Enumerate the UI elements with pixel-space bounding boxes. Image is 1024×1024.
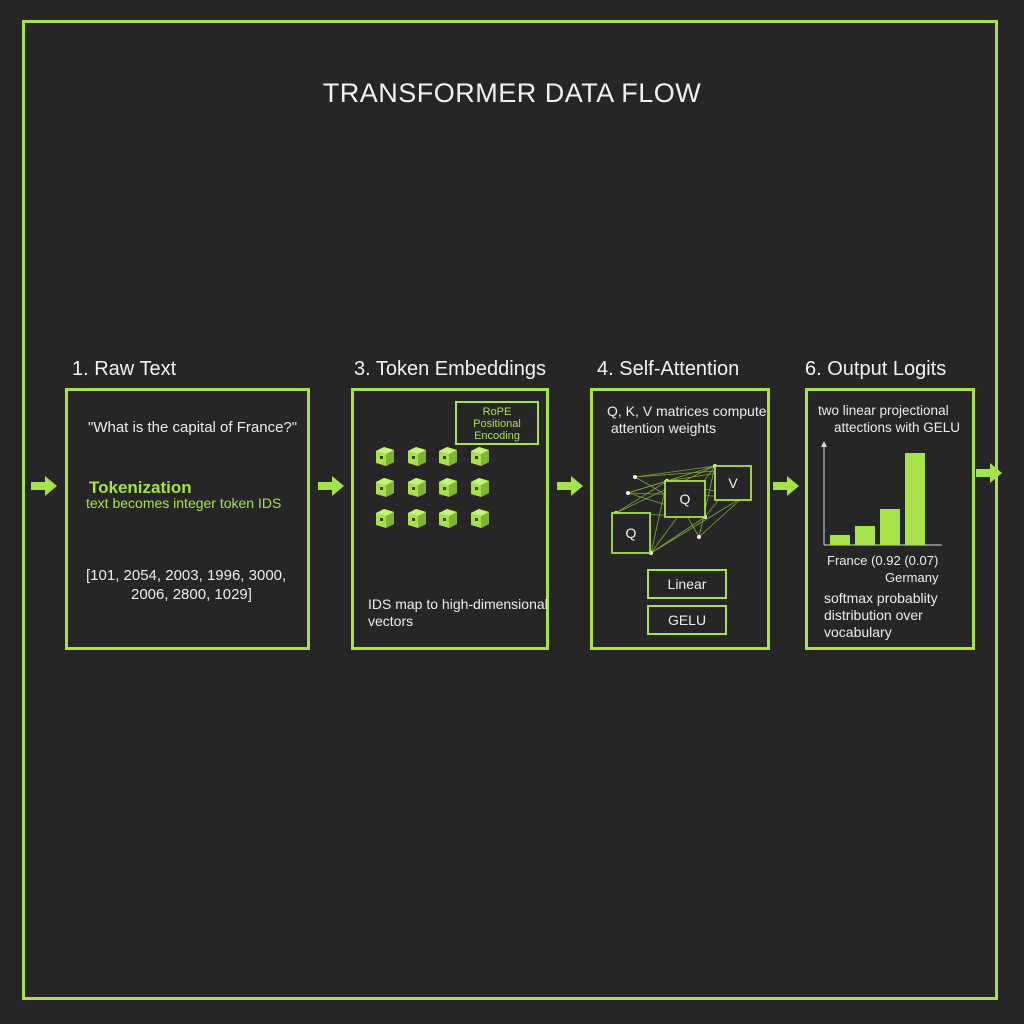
token-embeddings-heading: 3. Token Embeddings xyxy=(354,358,546,380)
output-logits-heading: 6. Output Logits xyxy=(805,358,947,380)
germany-label: Germany xyxy=(885,570,939,585)
logit-bar-4 xyxy=(905,453,925,545)
logits-bar-chart xyxy=(821,441,942,546)
token-ids-line-2: 2006, 2800, 1029] xyxy=(131,586,252,603)
output-arrow-icon xyxy=(976,463,1002,483)
embedding-vectors-grid xyxy=(376,447,489,528)
query-label-2: Q xyxy=(680,491,691,507)
linear-layer-block: Linear xyxy=(647,569,727,599)
input-arrow-icon xyxy=(31,476,57,496)
logits-footnote-line-2: distribution over xyxy=(824,607,923,623)
self-attention-box: Q, K, V matrices compute attention weigh… xyxy=(590,388,770,650)
value-matrix-box xyxy=(714,465,752,501)
france-probability-label: France (0.92 (0.07) xyxy=(827,552,938,569)
tokenization-description: text becomes integer token IDS xyxy=(86,495,282,511)
logits-description-line-2: attections with GELU xyxy=(834,420,961,435)
tokenization-label: Tokenization xyxy=(89,478,192,497)
rope-label-line-1: RoPE xyxy=(482,406,512,418)
query-label: Q xyxy=(626,525,637,541)
query-matrix-box xyxy=(611,512,651,554)
rope-encoding-badge: RoPE Positional Encoding xyxy=(455,401,539,445)
arrow-raw-to-embeddings-icon xyxy=(318,476,344,496)
diagram-title: TRANSFORMER DATA FLOW xyxy=(322,78,702,108)
logits-description-line-1: two linear projectional xyxy=(818,403,949,418)
attention-network-diagram: Q Q V xyxy=(611,464,752,555)
logit-bar-1 xyxy=(830,535,850,545)
attention-description-line-2: attention weights xyxy=(611,420,717,436)
raw-text-box: "What is the capital of France?" Tokeniz… xyxy=(65,388,310,650)
attention-description-line-1: Q, K, V matrices compute xyxy=(607,403,767,419)
logits-footnote-line-1: softmax probablity xyxy=(824,590,938,606)
gelu-layer-block: GELU xyxy=(647,605,727,635)
self-attention-heading: 4. Self-Attention xyxy=(597,358,740,380)
embeddings-description-line-2: vectors xyxy=(368,613,414,629)
token-ids-line-1: [101, 2054, 2003, 1996, 3000, xyxy=(86,567,287,584)
token-embeddings-box: RoPE Positional Encoding IDS map to high… xyxy=(351,388,549,650)
logit-bar-3 xyxy=(880,509,900,545)
logits-footnote-line-3: vocabulary xyxy=(824,624,892,640)
input-question: "What is the capital of France?" xyxy=(88,419,298,436)
value-label: V xyxy=(728,475,738,491)
arrow-embeddings-to-attention-icon xyxy=(557,476,583,496)
outer-frame xyxy=(22,20,998,1000)
france-probability-text: France (0.92 (0.07) xyxy=(827,553,939,568)
embeddings-description-line-1: IDS map to high-dimensional xyxy=(368,596,548,612)
y-axis-arrow-icon xyxy=(821,441,827,447)
rope-label-line-2: Positional xyxy=(473,418,521,430)
logit-bar-2 xyxy=(855,526,875,545)
raw-text-heading: 1. Raw Text xyxy=(72,358,177,380)
query-matrix-box-2 xyxy=(664,480,706,518)
arrow-attention-to-logits-icon xyxy=(773,476,799,496)
rope-label-line-3: Encoding xyxy=(474,430,520,442)
output-logits-box: two linear projectional attections with … xyxy=(805,388,975,650)
